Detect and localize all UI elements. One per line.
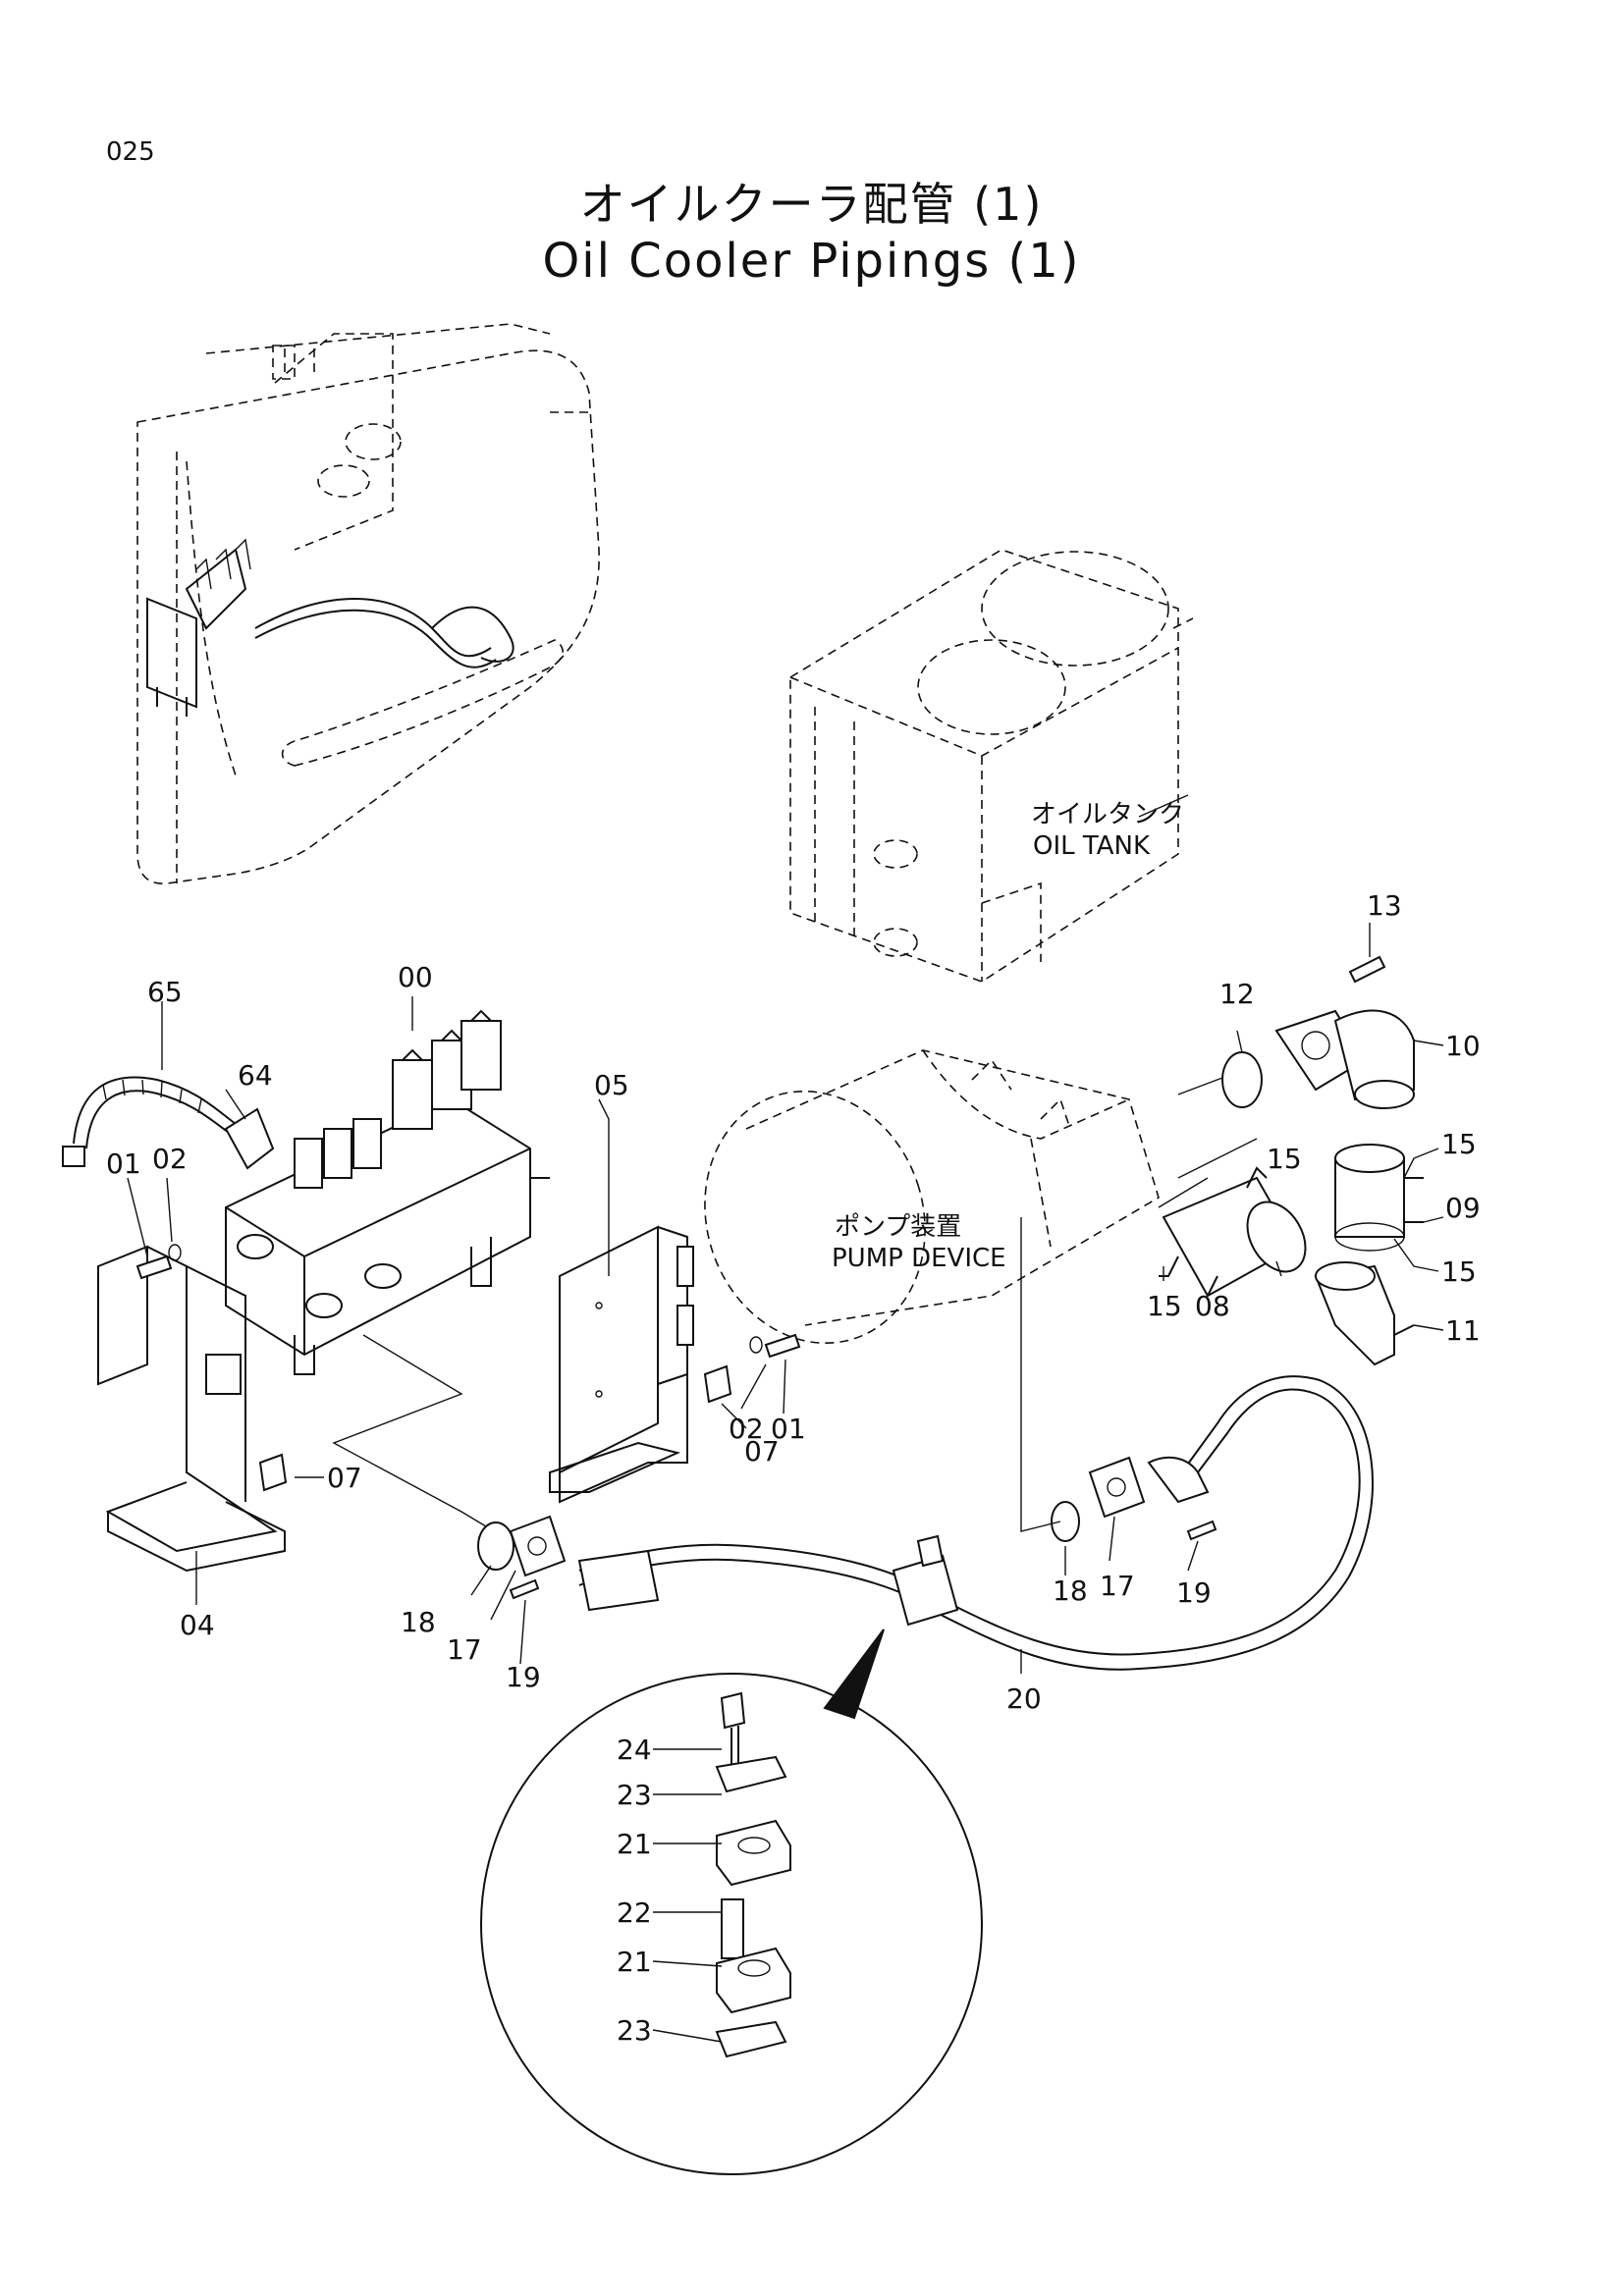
part-label-15-upper-right: 15 xyxy=(1441,1128,1477,1160)
part-label-10: 10 xyxy=(1445,1030,1481,1062)
part-label-15-filter-left: 15 xyxy=(1147,1290,1182,1322)
part-label-08: 08 xyxy=(1195,1290,1230,1322)
caption-pump-device-jp: ポンプ装置 xyxy=(835,1212,961,1242)
part-label-24: 24 xyxy=(617,1734,652,1766)
machine-body-outline xyxy=(136,323,600,884)
part-label-65: 65 xyxy=(147,976,183,1008)
detail-pointer xyxy=(823,1629,885,1720)
title-english: Oil Cooler Pipings (1) xyxy=(542,234,1081,289)
pump-device-outline xyxy=(704,1049,1258,1345)
part-label-22: 22 xyxy=(617,1896,652,1929)
part-label-64: 64 xyxy=(238,1059,273,1092)
part-label-18-left: 18 xyxy=(401,1606,436,1638)
control-valve-assembly xyxy=(62,1009,550,1375)
part-label-23-lower: 23 xyxy=(617,2014,652,2047)
part-label-11: 11 xyxy=(1445,1314,1481,1347)
part-label-18-right: 18 xyxy=(1053,1575,1088,1607)
part-label-23-upper: 23 xyxy=(617,1779,652,1811)
part-label-07-left: 07 xyxy=(327,1462,362,1494)
part-label-04: 04 xyxy=(180,1609,215,1641)
oil-tank-outline xyxy=(789,549,1194,983)
leader-lines xyxy=(127,794,1444,1674)
hose-assembly xyxy=(135,1077,1374,1671)
part-label-01-right: 01 xyxy=(771,1413,806,1445)
part-label-07-right: 07 xyxy=(744,1435,780,1468)
part-label-15-filter-top: 15 xyxy=(1267,1143,1302,1175)
part-label-19-right: 19 xyxy=(1176,1576,1212,1609)
part-label-17-left: 17 xyxy=(447,1633,482,1666)
part-label-09: 09 xyxy=(1445,1192,1481,1224)
caption-oil-tank-en: OIL TANK xyxy=(1033,831,1151,861)
clamp-detail-view xyxy=(480,1673,983,2175)
part-label-21-upper: 21 xyxy=(617,1828,652,1860)
part-label-13: 13 xyxy=(1367,889,1402,922)
page-number: 025 xyxy=(106,137,155,167)
caption-oil-tank-jp: オイルタンク xyxy=(1031,800,1184,829)
part-label-21-lower: 21 xyxy=(617,1946,652,1978)
part-label-00: 00 xyxy=(398,961,433,993)
part-label-05: 05 xyxy=(594,1069,629,1101)
bracket-05 xyxy=(549,1225,694,1504)
part-label-02-right: 02 xyxy=(729,1413,764,1445)
part-label-19-left: 19 xyxy=(506,1661,541,1693)
part-label-01-left: 01 xyxy=(106,1148,141,1180)
part-label-15-lower-right: 15 xyxy=(1441,1255,1477,1288)
oil-cooler-fittings xyxy=(1159,955,1424,1366)
title-japanese: オイルクーラ配管 (1) xyxy=(579,178,1044,231)
part-label-12: 12 xyxy=(1219,978,1255,1010)
caption-pump-device-en: PUMP DEVICE xyxy=(832,1244,1006,1273)
bracket-04 xyxy=(97,1245,286,1573)
part-label-20: 20 xyxy=(1006,1682,1042,1715)
part-label-02-left: 02 xyxy=(152,1143,188,1175)
part-label-17-right: 17 xyxy=(1100,1570,1135,1602)
